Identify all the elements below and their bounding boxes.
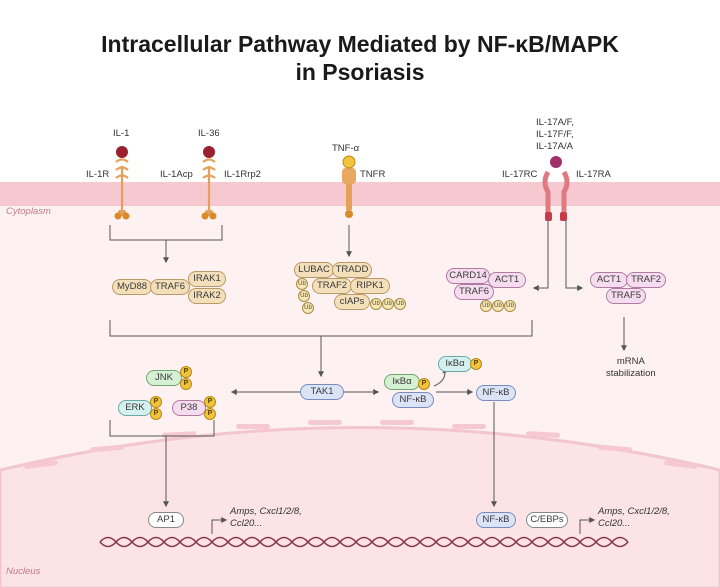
mrna-label-line-1: mRNA [616, 356, 645, 367]
ikba-free-protein: IκBα [438, 356, 472, 372]
il36-ligand [203, 146, 215, 158]
mrna-label-line-2: stabilization [606, 368, 656, 379]
phosphate-group: P [150, 396, 162, 408]
il17-label-line-2: IL-17F/F, [536, 129, 574, 140]
il17-label: IL-17A/F, IL-17F/F, IL-17A/A [536, 117, 574, 153]
il17rc-label: IL-17RC [502, 169, 538, 180]
nuclear-pores [24, 420, 698, 469]
il1rrp2-receptor [202, 158, 216, 212]
il1r-label: IL-1R [86, 169, 110, 180]
nfkb-nuclear-protein: NF-κB [476, 512, 516, 528]
ap1-protein: AP1 [148, 512, 184, 528]
ciaps-protein: cIAPs [334, 294, 370, 310]
tnfr-label: TNFR [360, 169, 386, 180]
il1acp-label: IL-1Acp [160, 169, 193, 180]
il17-label-line-3: IL-17A/A [536, 141, 573, 152]
il1-ligand [116, 146, 128, 158]
ripk1-protein: RIPK1 [350, 278, 390, 294]
target-genes-line-2: Ccl20... [598, 518, 631, 529]
target-genes-line-2: Ccl20... [230, 518, 263, 529]
il1-label: IL-1 [113, 128, 130, 139]
act1-protein: ACT1 [488, 272, 526, 288]
il17ra-label: IL-17RA [576, 169, 611, 180]
irak2-protein: IRAK2 [188, 288, 226, 304]
dna-strand-a [99, 536, 629, 548]
il36-label: IL-36 [198, 128, 220, 139]
target-genes-line-1: Amps, Cxcl1/2/8, [230, 506, 302, 517]
mrna-stabilization-label: mRNA stabilization [606, 356, 656, 380]
tnfr-receptor [342, 168, 356, 218]
tnfa-label: TNF-α [332, 143, 360, 154]
phosphate-group: P [180, 378, 192, 390]
traf6-protein: TRAF6 [454, 284, 494, 300]
target-genes-line-1: Amps, Cxcl1/2/8, [598, 506, 670, 517]
title-line-2: in Psoriasis [295, 59, 425, 85]
traf2-protein: TRAF2 [626, 272, 666, 288]
il1r-receptor [115, 158, 129, 212]
tak1-protein: TAK1 [300, 384, 344, 400]
phosphate-group: P [150, 408, 162, 420]
il17-ligand [550, 156, 562, 168]
nucleus-label: Nucleus [6, 566, 41, 577]
ubiquitin-tag: Ub [302, 302, 314, 314]
cell-membrane [0, 182, 720, 206]
il17-label-line-1: IL-17A/F, [536, 117, 575, 128]
ubiquitin-tag: Ub [504, 300, 516, 312]
target-genes-label: Amps, Cxcl1/2/8, Ccl20... [230, 506, 302, 530]
tnfa-ligand [342, 155, 356, 169]
title-line-1: Intracellular Pathway Mediated by NF-κB/… [101, 31, 619, 57]
ubiquitin-tag: Ub [382, 298, 394, 310]
card14-protein: CARD14 [446, 268, 490, 284]
lubac-protein: LUBAC [294, 262, 334, 278]
traf6-protein: TRAF6 [150, 279, 190, 295]
act1-protein: ACT1 [590, 272, 628, 288]
cebps-protein: C/EBPs [526, 512, 568, 528]
myd88-protein: MyD88 [112, 279, 152, 295]
il17r-receptor [542, 170, 570, 221]
phosphate-group: P [204, 408, 216, 420]
traf2-protein: TRAF2 [312, 278, 352, 294]
phosphate-group: P [418, 378, 430, 390]
ubiquitin-tag: Ub [480, 300, 492, 312]
ubiquitin-tag: Ub [298, 290, 310, 302]
target-genes-label: Amps, Cxcl1/2/8, Ccl20... [598, 506, 670, 530]
ubiquitin-tag: Ub [296, 278, 308, 290]
dna-strand-b [99, 536, 629, 548]
erk-protein: ERK [118, 400, 152, 416]
diagram-title: Intracellular Pathway Mediated by NF-κB/… [0, 30, 720, 86]
ubiquitin-tag: Ub [394, 298, 406, 310]
tradd-protein: TRADD [332, 262, 372, 278]
phosphate-group: P [180, 366, 192, 378]
ubiquitin-tag: Ub [370, 298, 382, 310]
traf5-protein: TRAF5 [606, 288, 646, 304]
nfkb-free-protein: NF-κB [476, 385, 516, 401]
jnk-protein: JNK [146, 370, 182, 386]
phosphate-group: P [470, 358, 482, 370]
phosphate-group: P [204, 396, 216, 408]
il1rrp2-label: IL-1Rrp2 [224, 169, 261, 180]
irak1-protein: IRAK1 [188, 271, 226, 287]
p38-protein: P38 [172, 400, 206, 416]
ubiquitin-tag: Ub [492, 300, 504, 312]
cytoplasm-label: Cytoplasm [6, 206, 51, 217]
ikba-protein: IκBα [384, 374, 420, 390]
nfkb-protein: NF-κB [392, 392, 434, 408]
